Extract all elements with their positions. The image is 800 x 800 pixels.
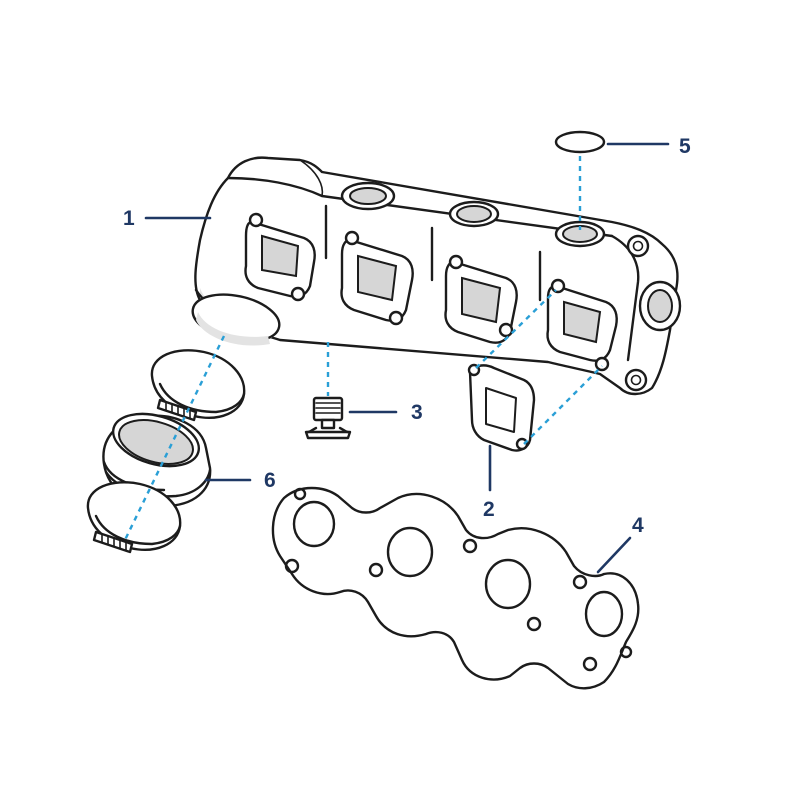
leader-4 — [596, 536, 632, 574]
flange-gasket-icon — [467, 363, 536, 452]
o-ring-icon — [554, 130, 606, 154]
callout-2: 2 — [483, 498, 495, 521]
callout-labels: 1 2 3 4 5 6 — [123, 135, 691, 537]
port-flange-1 — [244, 212, 316, 302]
hose-clamp-set-icon — [86, 349, 246, 554]
drain-plug-icon — [304, 396, 352, 440]
exhaust-manifold-icon — [191, 156, 682, 396]
manifold-gasket-icon — [271, 486, 640, 690]
port-flange-4 — [546, 278, 618, 372]
callout-4: 4 — [632, 514, 644, 537]
callout-3: 3 — [411, 401, 423, 424]
port-flange-2 — [340, 230, 414, 326]
callout-6: 6 — [264, 469, 276, 492]
assembly-guides — [122, 156, 603, 543]
guide-flange-lower — [523, 365, 603, 445]
callout-1: 1 — [123, 207, 135, 230]
guide-hose — [122, 335, 226, 543]
port-flange-3 — [444, 254, 518, 344]
guide-flange-upper — [475, 289, 557, 369]
callout-5: 5 — [679, 135, 691, 158]
callout-leaders — [144, 142, 670, 574]
